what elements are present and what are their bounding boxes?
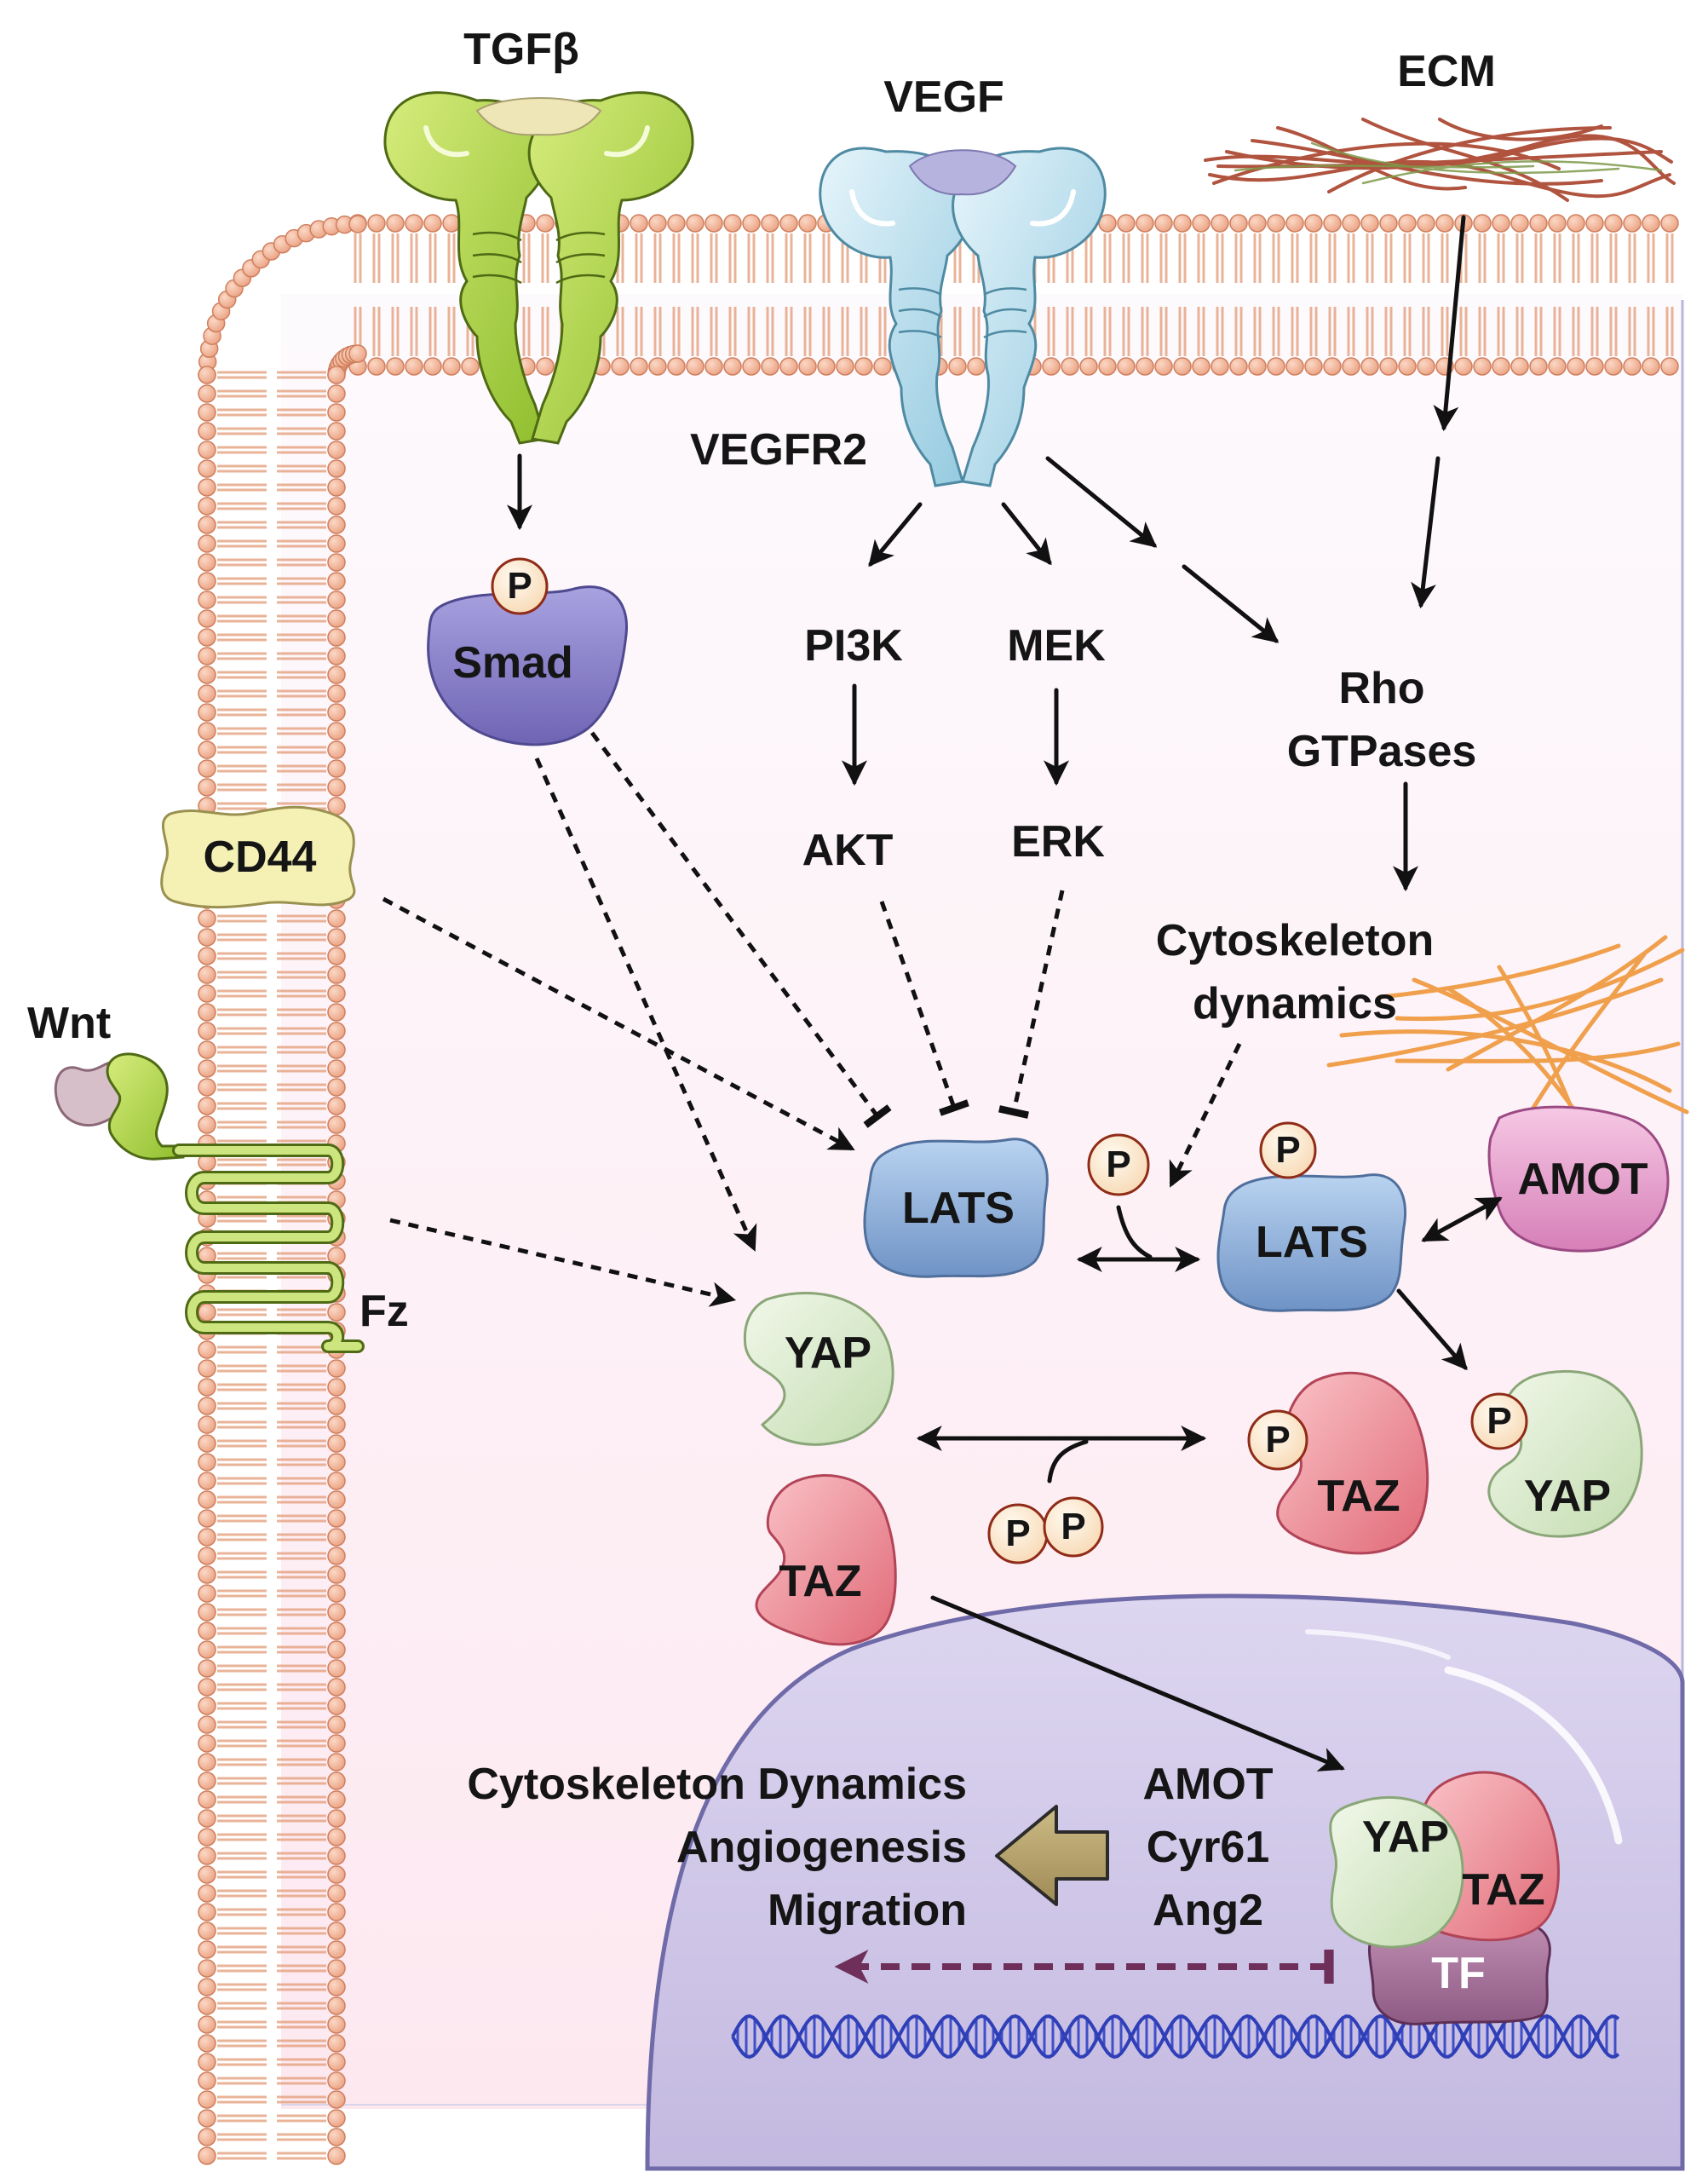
arrow-taz-nucleus [930, 1595, 1345, 1772]
tgfb-receptor-shape [383, 91, 694, 445]
arrow-vegfr-rho-1 [1045, 456, 1158, 548]
pi3k-label: PI3K [804, 621, 903, 671]
phospho-yap-label: P [1487, 1400, 1512, 1442]
phospho-smad-label: P [507, 565, 532, 607]
ecm-fibers [1204, 118, 1676, 202]
vegf-label: VEGF [883, 72, 1004, 122]
rho-gtpases-label: Rho GTPases [1286, 664, 1477, 776]
phospho-yap-circle [1470, 1392, 1528, 1450]
phospho-pair-2-label: P [1061, 1506, 1086, 1547]
tf-label: TF [1431, 1949, 1486, 1998]
smad-shape [427, 585, 629, 746]
phospho-free-label: P [1106, 1144, 1131, 1185]
wnt-label: Wnt [27, 999, 112, 1048]
yap-nuclear-label: YAP [1361, 1812, 1450, 1862]
arrow-ecm-rho-2 [1411, 456, 1441, 609]
yap-p-label: YAP [1523, 1472, 1612, 1521]
cd44-shape [160, 805, 356, 909]
dashed-smad-lats [589, 731, 892, 1128]
cd44-label: CD44 [203, 833, 317, 882]
phospho-free-circle [1087, 1133, 1150, 1196]
mek-label: MEK [1007, 621, 1106, 671]
lats-label: LATS [902, 1184, 1015, 1233]
taz-nuclear-label: TAZ [1462, 1865, 1545, 1915]
dashed-fz-yap [389, 1218, 737, 1307]
outcomes-label: Cytoskeleton Dynamics Angiogenesis Migra… [467, 1760, 967, 1935]
arrow-lats-amot [1421, 1196, 1503, 1242]
actin-fibers [1326, 935, 1689, 1127]
arrow-pp-to-exchange [1047, 1439, 1089, 1484]
dashed-cyto-lats [1169, 1042, 1242, 1188]
lats-p-shape [1216, 1173, 1406, 1312]
target-genes-label: AMOT Cyr61 Ang2 [1142, 1760, 1274, 1935]
arrow-vegfr-mek [1001, 502, 1052, 566]
gold-output-arrow [995, 1805, 1109, 1906]
dashed-erk-lats [998, 890, 1065, 1119]
fz-label: Fz [359, 1287, 409, 1336]
taz-p-shape [1276, 1371, 1429, 1555]
wnt-fz-shapes [54, 1052, 365, 1353]
arrow-vegfr-pi3k [868, 502, 923, 567]
yap-label: YAP [784, 1328, 872, 1378]
phospho-smad-circle [491, 557, 549, 615]
phospho-lats-label: P [1275, 1129, 1301, 1171]
arrow-p-to-lats [1116, 1205, 1153, 1259]
vegfr2-label: VEGFR2 [690, 425, 868, 475]
vegfr2-receptor-shape [819, 147, 1107, 487]
phospho-pair-1-label: P [1005, 1512, 1031, 1554]
solid-arrows [507, 215, 1503, 1772]
dashed-arrows [382, 731, 1242, 1307]
yap-nuclear-shape [1329, 1795, 1464, 1949]
taz-label: TAZ [779, 1557, 862, 1606]
phospho-taz-label: P [1265, 1419, 1291, 1460]
taz-p-label: TAZ [1317, 1472, 1400, 1521]
yap-shape [743, 1292, 894, 1446]
dashed-smad-yap [534, 757, 757, 1252]
arrow-lats-yap [1396, 1288, 1468, 1371]
dashed-cd44-lats [382, 896, 855, 1151]
lats-shape [863, 1138, 1049, 1278]
arrow-ecm-rho-1 [1433, 215, 1466, 432]
phospho-pair-2-circle [1043, 1496, 1104, 1558]
amot-label: AMOT [1517, 1155, 1648, 1204]
nucleus-highlight [1444, 1666, 1623, 1845]
ecm-label: ECM [1397, 47, 1496, 96]
arrow-vegfr-rho-2 [1182, 564, 1280, 643]
tgfb-label: TGFβ [463, 25, 579, 74]
lats-p-label: LATS [1256, 1218, 1368, 1267]
phospho-lats-circle [1259, 1121, 1317, 1179]
cytoskeleton-dynamics-label: Cytoskeleton dynamics [1155, 916, 1435, 1028]
taz-shape [755, 1473, 897, 1646]
dna-helix [731, 2014, 1620, 2060]
phospho-taz-circle [1247, 1409, 1308, 1471]
smad-label: Smad [452, 638, 573, 688]
phospho-circles [491, 557, 1528, 1564]
erk-label: ERK [1011, 817, 1105, 867]
akt-label: AKT [802, 826, 894, 875]
